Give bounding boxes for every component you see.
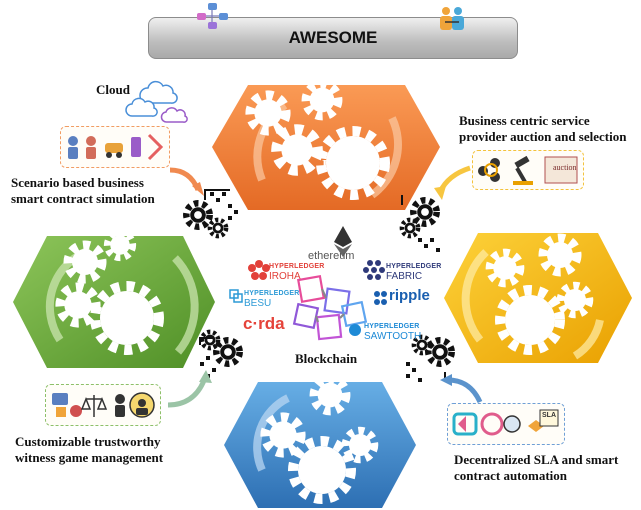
besu-brand: HYPERLEDGER BESU (244, 290, 300, 309)
handshake-team-icon (440, 7, 464, 30)
sla-badge: SLA (542, 412, 556, 419)
corda-brand: c·rda (243, 314, 285, 333)
blockchain-label: Blockchain (295, 351, 358, 366)
sla-label: Decentralized SLA and smart contract aut… (454, 452, 619, 483)
business-icons-box: auction (472, 150, 584, 190)
connector-gears-top-left (186, 189, 238, 236)
network-icon (197, 3, 228, 29)
daso-hub (224, 379, 416, 508)
sawtooth-logo-icon (349, 324, 361, 336)
fabric-logo-icon (363, 260, 385, 280)
auction-illustration-icon (478, 155, 578, 185)
connector-gears-bottom-right (406, 337, 452, 382)
ripple-logo-icon (374, 291, 387, 305)
sla-icons-box: SLA (447, 403, 565, 445)
scenario-icons-box (60, 126, 170, 168)
page-title: AWESOME (288, 28, 378, 47)
connector-gears-top-right (402, 195, 440, 252)
scenario-label: Scenario based business smart contract s… (11, 175, 155, 206)
daso-label: DASO (302, 462, 341, 477)
odasp-label: ODASP (510, 312, 558, 327)
iroha-logo-icon (248, 260, 270, 280)
ethereum-text: ethereum (308, 250, 355, 262)
ibscsim-hub (212, 84, 440, 210)
witness-arrow (167, 377, 208, 408)
besu-logo-icon (229, 289, 243, 303)
blockchain-cubes (292, 274, 368, 341)
fabric-brand: HYPERLEDGER FABRIC (386, 263, 442, 282)
business-label: Business centric service provider auctio… (459, 113, 627, 144)
ethereum-logo-icon (334, 226, 352, 257)
cloud-icon (125, 80, 188, 123)
witness-icons-box (45, 384, 161, 426)
auction-sign-text: auction (553, 163, 577, 172)
sla-arrow (447, 377, 483, 404)
cloud-label: Cloud (96, 82, 130, 97)
sla-illustration-icon (452, 409, 559, 436)
dcwg-label: DCWG (105, 315, 151, 330)
dcwg-hub (13, 232, 215, 368)
iroha-brand: HYPERLEDGER IROHA (269, 263, 325, 282)
witness-label: Customizable trustworthy witness game ma… (15, 434, 164, 465)
scenario-illustration-icon (68, 133, 164, 161)
odasp-hub (444, 233, 632, 363)
ibscsim-label: IBSCSIM (322, 158, 382, 173)
sawtooth-brand: HYPERLEDGER SAWTOOTH (364, 323, 422, 342)
witness-illustration-icon (52, 392, 155, 418)
ripple-brand: ripple (389, 287, 430, 304)
